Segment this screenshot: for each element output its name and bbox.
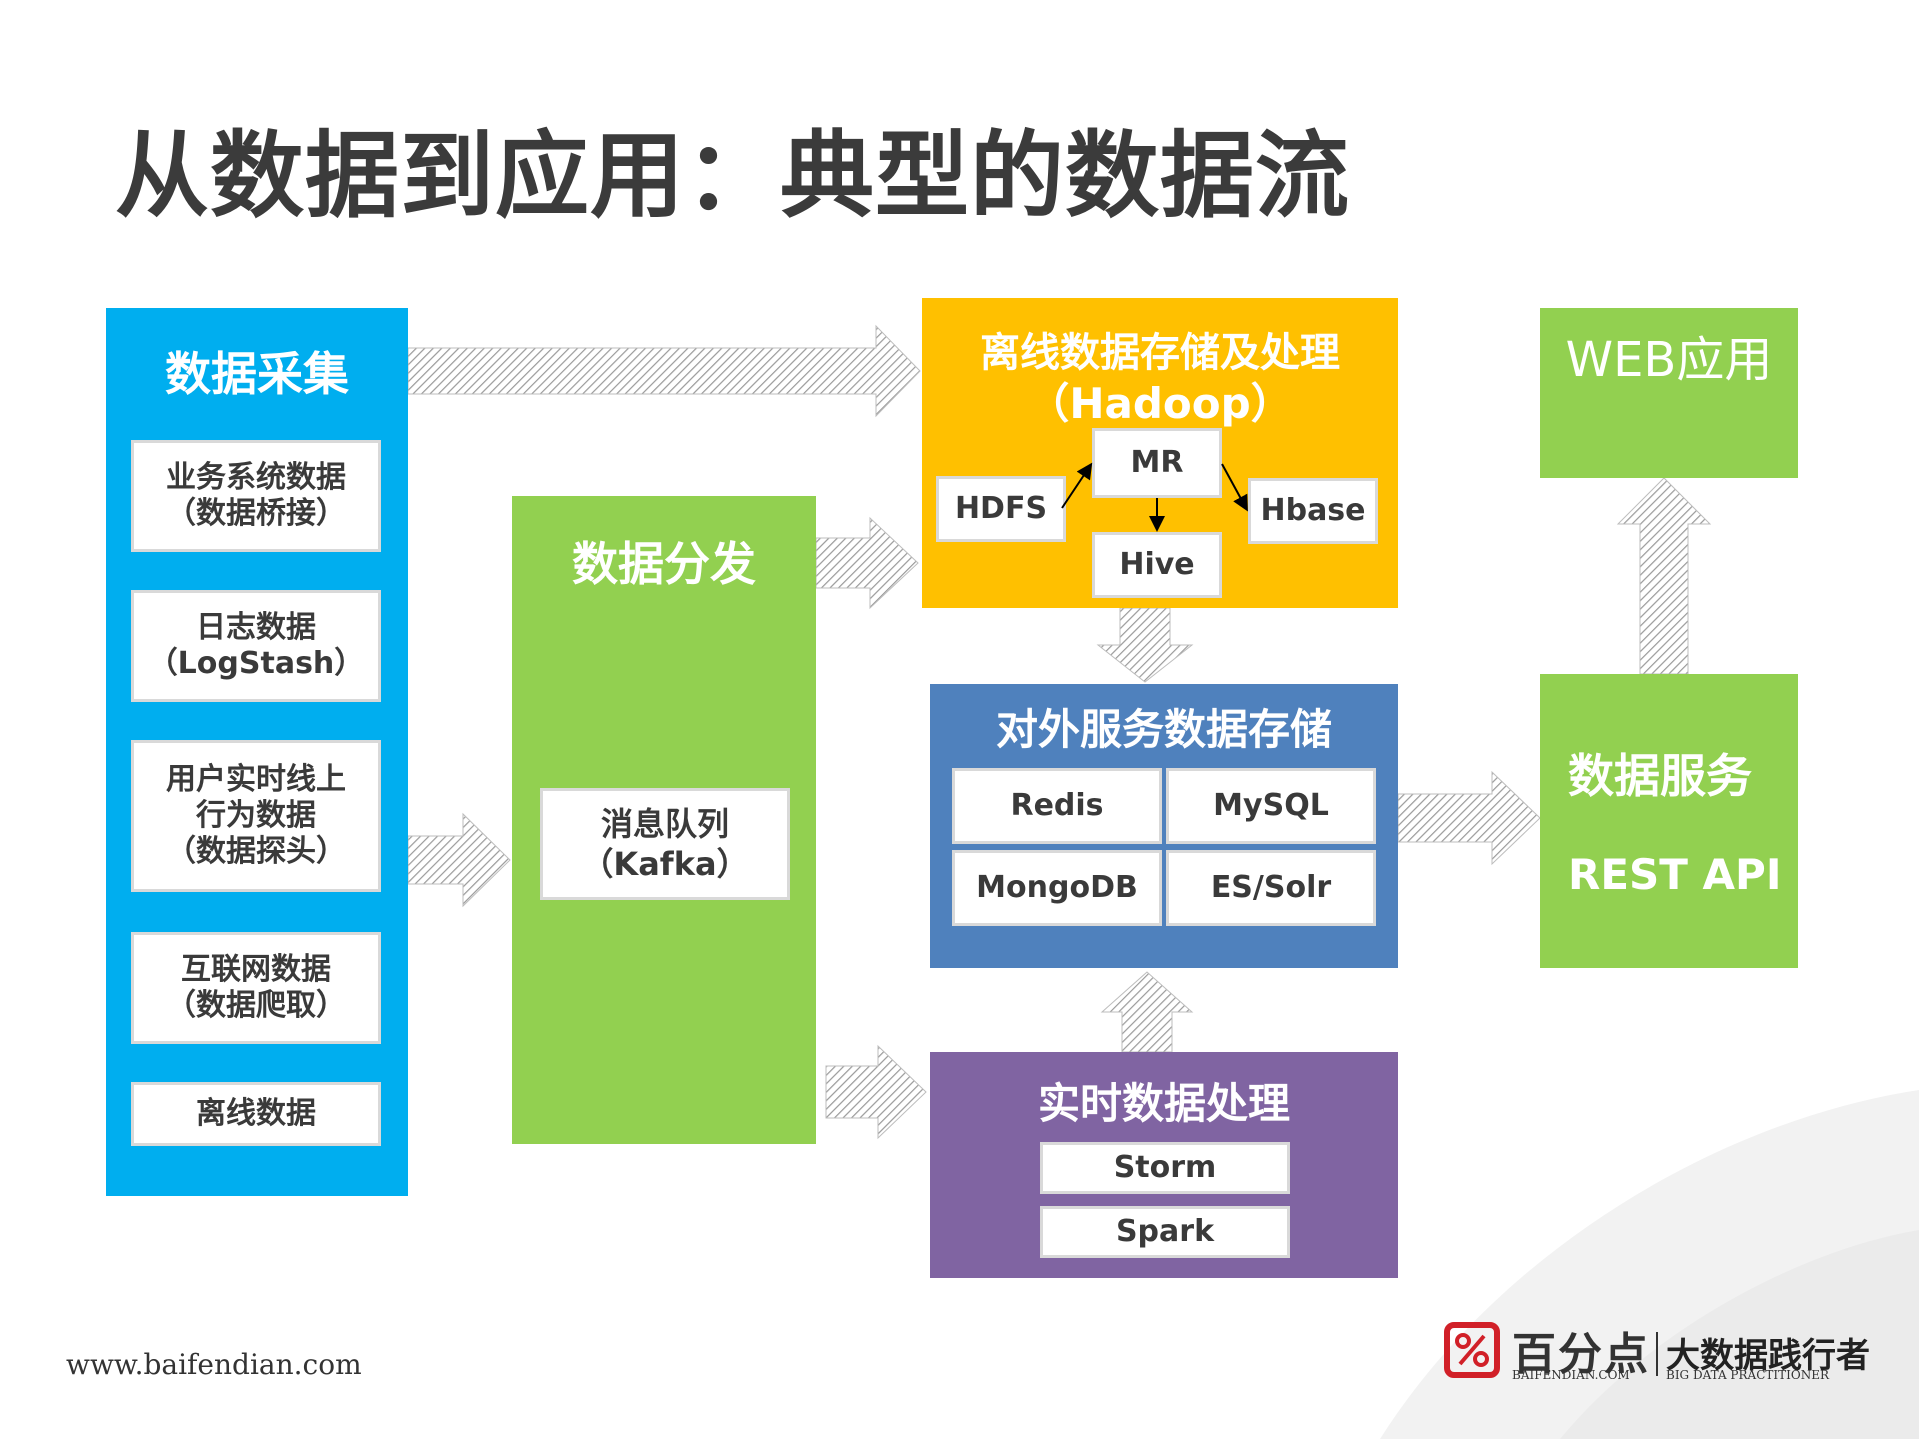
logo-name-sub: BAIFENDIAN.COM bbox=[1512, 1368, 1630, 1382]
mr-label: MR bbox=[1130, 445, 1184, 480]
engine-label: Spark bbox=[1115, 1214, 1215, 1249]
serving-storage-panel: 对外服务数据存储 Redis MySQL MongoDB ES/Solr bbox=[930, 684, 1398, 968]
storage-heading: 对外服务数据存储 bbox=[995, 705, 1332, 754]
collection-panel: 数据采集 业务系统数据 （数据桥接） 日志数据 （LogStash） 用户实时线… bbox=[106, 308, 408, 1196]
engine-spark: Spark bbox=[1040, 1206, 1290, 1258]
hive-box: Hive bbox=[1092, 532, 1222, 598]
data-service-label: 数据服务 bbox=[1568, 749, 1752, 803]
source-line: 互联网数据 bbox=[181, 952, 331, 987]
hadoop-connectors bbox=[1061, 462, 1248, 532]
source-line: （数据爬取） bbox=[166, 988, 346, 1023]
store-mysql: MySQL bbox=[1166, 768, 1376, 844]
realtime-heading: 实时数据处理 bbox=[1037, 1079, 1290, 1128]
store-label: Redis bbox=[1010, 788, 1104, 823]
queue-line: （Kafka） bbox=[581, 845, 749, 883]
source-line: （LogStash） bbox=[147, 646, 365, 681]
source-line: 日志数据 bbox=[196, 610, 316, 645]
hive-label: Hive bbox=[1119, 547, 1195, 582]
engine-storm: Storm bbox=[1040, 1142, 1290, 1194]
source-internet: 互联网数据 （数据爬取） bbox=[131, 932, 381, 1044]
hdfs-box: HDFS bbox=[936, 476, 1066, 542]
source-line: （数据探头） bbox=[166, 834, 346, 869]
arrow-service-to-web bbox=[1616, 477, 1712, 675]
collection-heading: 数据采集 bbox=[165, 347, 349, 401]
source-line: 离线数据 bbox=[196, 1096, 316, 1131]
distribution-heading: 数据分发 bbox=[572, 537, 756, 591]
arrow-distribution-to-offline bbox=[815, 516, 919, 610]
page-title: 从数据到应用：典型的数据流 bbox=[115, 122, 1351, 231]
source-user-behavior: 用户实时线上 行为数据 （数据探头） bbox=[131, 740, 381, 892]
logo-name: 百分点 bbox=[1512, 1329, 1650, 1380]
data-service-panel: 数据服务 REST API bbox=[1540, 674, 1798, 968]
source-logs: 日志数据 （LogStash） bbox=[131, 590, 381, 702]
source-offline: 离线数据 bbox=[131, 1082, 381, 1146]
store-es-solr: ES/Solr bbox=[1166, 850, 1376, 926]
arrow-distribution-to-realtime bbox=[825, 1044, 927, 1140]
arrow-collection-to-distribution bbox=[407, 812, 511, 908]
queue-line: 消息队列 bbox=[600, 805, 729, 843]
logo-divider bbox=[1656, 1332, 1658, 1376]
web-app-label: WEB应用 bbox=[1565, 332, 1773, 388]
arrow-offline-to-storage bbox=[1096, 607, 1194, 683]
store-redis: Redis bbox=[952, 768, 1162, 844]
hdfs-label: HDFS bbox=[954, 491, 1048, 526]
logo-tagline: 大数据践行者 bbox=[1666, 1336, 1870, 1376]
offline-heading-line2: （Hadoop） bbox=[1027, 379, 1293, 428]
store-label: MySQL bbox=[1213, 788, 1329, 823]
source-business-systems: 业务系统数据 （数据桥接） bbox=[131, 440, 381, 552]
message-queue: 消息队列 （Kafka） bbox=[540, 788, 790, 900]
engine-label: Storm bbox=[1113, 1150, 1217, 1185]
store-mongodb: MongoDB bbox=[952, 850, 1162, 926]
percent-icon bbox=[1444, 1322, 1500, 1378]
source-line: 行为数据 bbox=[196, 798, 316, 833]
web-app-panel: WEB应用 bbox=[1540, 308, 1798, 478]
footer-url: www.baifendian.com bbox=[66, 1348, 362, 1381]
company-logo: 百分点 BAIFENDIAN.COM 大数据践行者 BIG DATA PRACT… bbox=[1444, 1318, 1870, 1382]
arrow-collection-to-offline bbox=[407, 324, 921, 418]
source-line: （数据桥接） bbox=[166, 496, 346, 531]
store-label: MongoDB bbox=[976, 870, 1138, 905]
distribution-panel: 数据分发 消息队列 （Kafka） bbox=[512, 496, 816, 1144]
store-label: ES/Solr bbox=[1210, 870, 1332, 905]
logo-tagline-sub: BIG DATA PRACTITIONER bbox=[1666, 1368, 1829, 1382]
realtime-panel: 实时数据处理 Storm Spark bbox=[930, 1052, 1398, 1278]
source-line: 业务系统数据 bbox=[166, 460, 346, 495]
arrow-storage-to-service bbox=[1397, 770, 1541, 866]
mr-box: MR bbox=[1092, 428, 1222, 498]
hbase-label: Hbase bbox=[1260, 493, 1366, 528]
offline-panel: 离线数据存储及处理 （Hadoop） HDFS MR Hive Hbase bbox=[922, 298, 1398, 608]
source-line: 用户实时线上 bbox=[166, 762, 346, 797]
offline-heading-line1: 离线数据存储及处理 bbox=[980, 330, 1340, 376]
arrow-realtime-to-storage bbox=[1100, 971, 1194, 1053]
hbase-box: Hbase bbox=[1248, 478, 1378, 544]
rest-api-label: REST API bbox=[1568, 850, 1782, 899]
